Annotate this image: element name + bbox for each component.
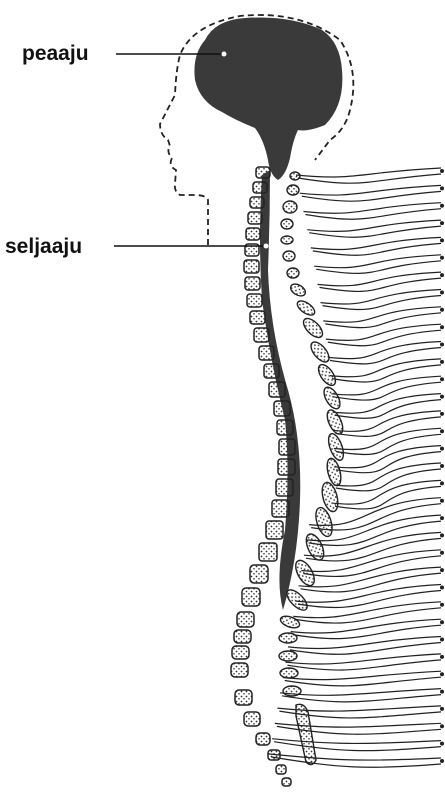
spinal-nerve [282,695,441,702]
nerve-end-dot [441,656,444,659]
nerve-end-dot [441,603,444,606]
spinal-nerve [298,174,441,183]
spinal-nerve [307,220,441,231]
nerve-end-dot [441,482,444,485]
spinal-nerve [283,671,441,679]
spinal-nerve [330,359,441,377]
spinal-nerve [331,376,441,395]
nerve-end-dot [441,187,444,190]
nerve-end-dot [441,170,444,173]
nerve-end-dot [441,343,444,346]
brain-shape [194,18,342,181]
spinal-cord-label: seljaaju [5,235,82,258]
nerve-end-dot [441,551,444,554]
brain-label: peaaju [22,42,89,65]
nerve-end-dot [441,413,444,416]
nerve-end-dot [441,256,444,259]
nerve-end-dot [441,222,444,225]
spinal-nerve [318,272,442,286]
nerve-end-dot [441,621,444,624]
nerve-end-dot [441,690,444,693]
nerve-end-dot [441,725,444,728]
spinal-cord-label-group: seljaaju [5,235,269,258]
spinal-nerve [333,394,441,414]
spinal-nerve [270,754,442,760]
nerve-end-dot [441,326,444,329]
nerve-end-dot [441,395,444,398]
spinal-nerve [306,209,442,220]
nerve-end-dot [441,291,444,294]
spinal-nerve [272,739,441,744]
nerve-end-dot [441,586,444,589]
spinal-nerve [311,237,441,249]
brain-leader-dot [222,52,227,57]
nerve-end-dot [441,430,444,433]
spinal-nerve [288,637,441,649]
spinal-cord-leader-dot [264,244,269,249]
spinal-nerve [302,191,441,201]
spinal-nerve [299,567,441,587]
nerve-end-dot [441,499,444,502]
nerve-end-dot [441,534,444,537]
nerve-end-dot [441,204,444,207]
spinal-nerve [314,255,441,268]
nerve-end-dot [441,673,444,676]
nerve-end-dot [441,378,444,381]
nerve-end-dot [441,760,444,763]
nerve-end-dot [441,447,444,450]
spinal-nerve [304,203,442,214]
nerve-end-dot [441,517,444,520]
nerve-end-dot [441,569,444,572]
spinal-nerve [280,689,441,696]
spinal-nerve [333,411,441,431]
spinal-nerve [303,556,441,577]
nerve-end-dot [441,239,444,242]
nerve-end-dot [441,465,444,468]
nerve-end-dot [441,638,444,641]
nerve-end-dot [441,742,444,745]
spinal-nerve [321,290,442,304]
nerve-end-dot [441,308,444,311]
spinal-nerve [298,591,441,608]
spinal-nerve [287,660,441,670]
spinal-nerve [285,677,441,686]
nerve-end-dot [441,708,444,711]
nerve-end-dot [441,361,444,364]
nerve-end-dot [441,274,444,277]
